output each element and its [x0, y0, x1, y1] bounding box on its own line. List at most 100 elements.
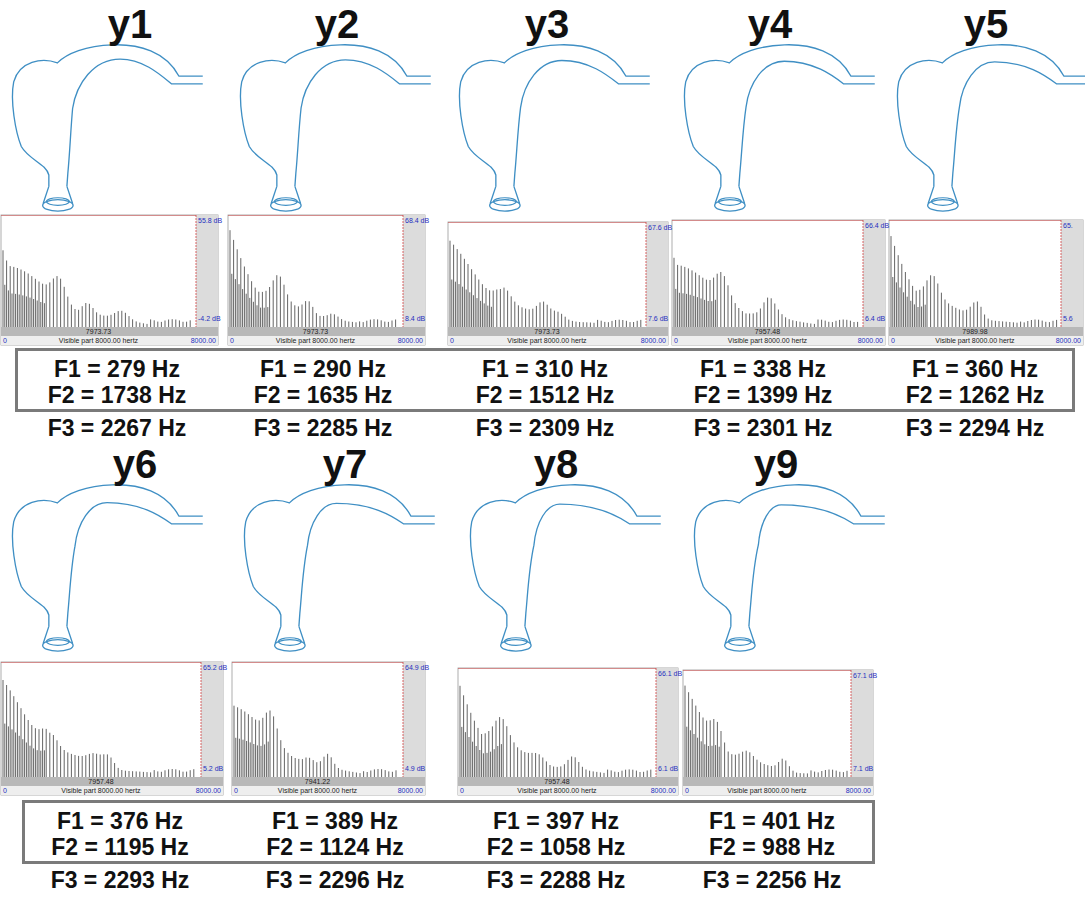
db-min: 7.1 dB [853, 765, 873, 773]
tract-wall [694, 485, 884, 627]
vocal-tract [459, 45, 649, 211]
axis-end: 8000.00 [641, 337, 666, 345]
axis-start: 0 [674, 337, 678, 345]
larynx-ring [493, 198, 516, 206]
db-min: 4.9 dB [405, 765, 425, 773]
spectrum-bar [232, 777, 425, 786]
vocal-tract [12, 485, 202, 651]
tongue-line [749, 505, 885, 627]
tongue-line [295, 60, 431, 187]
cursor-line [851, 670, 852, 777]
formant-value: F2 = 1738 Hz [48, 382, 187, 408]
cursor-line [863, 220, 864, 327]
harmonic-lines [230, 230, 396, 327]
spectrum-panel [232, 662, 425, 795]
spectrum-panel [1, 215, 218, 345]
spectrum-panel [1, 662, 223, 795]
spectrum-panel [672, 220, 885, 345]
db-strip [403, 662, 425, 777]
db-strip [646, 222, 668, 327]
harmonic-lines [3, 680, 194, 777]
db-max: 68.4 dB [405, 217, 429, 225]
cursor-line [228, 215, 403, 216]
panel-title: y5 [964, 2, 1009, 46]
spectrum-bar [458, 777, 678, 786]
axis-start: 0 [3, 787, 7, 795]
spectrum-bar [683, 777, 873, 786]
db-strip [201, 662, 223, 777]
db-strip [656, 668, 678, 777]
formant-value: F1 = 279 Hz [54, 356, 180, 382]
tongue-line [67, 59, 203, 186]
formant-value: F2 = 1399 Hz [694, 382, 833, 408]
db-strip [851, 670, 873, 777]
formant-value: F1 = 401 Hz [709, 808, 835, 834]
spectrum-frame [448, 222, 668, 345]
panel-title: y2 [315, 2, 360, 46]
larynx-ring [504, 638, 527, 646]
axis-start: 0 [230, 337, 234, 345]
db-max: 66.4 dB [865, 222, 889, 230]
formant-value: F1 = 389 Hz [272, 808, 398, 834]
cursor-line [1, 662, 201, 663]
spectrum-bar [672, 327, 885, 336]
tract-wall [897, 45, 1085, 187]
panel-title: y1 [108, 2, 153, 46]
harmonic-lines [450, 241, 641, 327]
spectrum-frame [1, 215, 218, 345]
cursor-line [889, 220, 1061, 221]
formant-value: F3 = 2256 Hz [703, 867, 842, 893]
spectrum-bar [458, 786, 678, 795]
formant-value: F1 = 310 Hz [482, 356, 608, 382]
tract-wall [12, 45, 202, 187]
spectrum-bar [1, 336, 218, 345]
visible-range: Visible part 8000.00 hertz [507, 337, 586, 345]
spectrum-bar [228, 327, 425, 336]
axis-end: 8000.00 [398, 787, 423, 795]
cursor-line [403, 215, 404, 327]
spectrum-bar [1, 327, 218, 336]
db-strip [863, 220, 885, 327]
larynx-ring [278, 638, 301, 646]
formant-value: F2 = 1124 Hz [266, 834, 403, 860]
cursor-line [458, 668, 656, 669]
db-max: 67.1 dB [853, 672, 877, 680]
spectrum-bar [889, 327, 1083, 336]
larynx-ring [718, 198, 741, 206]
cursor-value: 7941.22 [305, 778, 330, 786]
db-min: 7.6 dB [648, 315, 668, 323]
db-max: 65. [1063, 222, 1073, 230]
spectrum-bar [889, 336, 1083, 345]
tract-wall [240, 45, 430, 187]
cursor-value: 7989.98 [962, 328, 987, 336]
spectrum-bar [672, 336, 885, 345]
spectrum-panel [458, 668, 678, 795]
formant-value: F2 = 1635 Hz [254, 382, 393, 408]
spectrum-frame [458, 668, 678, 795]
axis-end: 8000.00 [846, 787, 871, 795]
cursor-value: 7957.48 [544, 778, 569, 786]
spectrum-panel [228, 215, 425, 345]
cursor-line [232, 662, 403, 663]
cursor-line [196, 215, 197, 327]
spectrum-frame [683, 670, 873, 795]
vocal-tract [897, 45, 1085, 211]
panel-title: y3 [525, 2, 570, 46]
formant-value: F1 = 290 Hz [260, 356, 386, 382]
vocal-tract [240, 45, 430, 211]
cursor-value: 7957.48 [88, 778, 113, 786]
cursor-line [1, 215, 196, 216]
harmonic-lines [685, 686, 847, 777]
axis-start: 0 [3, 337, 7, 345]
formant-value: F3 = 2288 Hz [487, 867, 626, 893]
formant-value: F3 = 2285 Hz [254, 415, 393, 441]
formant-value: F3 = 2267 Hz [48, 415, 187, 441]
formant-value: F3 = 2301 Hz [694, 415, 833, 441]
visible-range: Visible part 8000.00 hertz [935, 337, 1014, 345]
axis-end: 8000.00 [196, 787, 221, 795]
harmonic-lines [674, 258, 858, 327]
db-max: 55.8 dB [198, 217, 222, 225]
axis-start: 0 [234, 787, 238, 795]
cursor-line [1061, 220, 1062, 327]
db-max: 66.1 dB [658, 670, 682, 678]
